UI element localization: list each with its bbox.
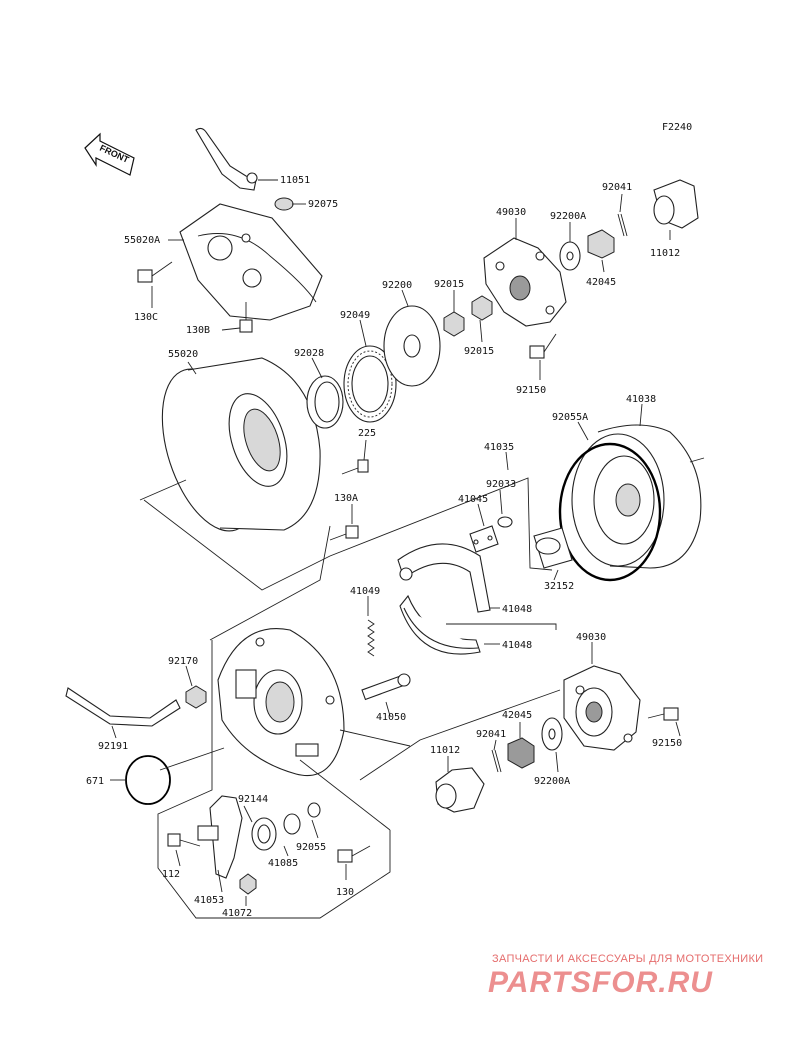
fitting-92170	[185, 685, 207, 709]
watermark-brand: PARTSFOR.RU	[488, 966, 713, 999]
watermark: ЗАПЧАСТИ И АКСЕССУАРЫ ДЛЯ МОТОТЕХНИКИ PA…	[488, 953, 763, 999]
label-92075: 92075	[308, 199, 338, 210]
pin-92041-upper	[617, 213, 628, 237]
label-92041-upper: 92041	[602, 182, 632, 193]
figure-code: F2240	[662, 122, 692, 133]
gasket-92049	[343, 345, 397, 423]
label-41048-lower: 41048	[502, 640, 532, 651]
cover-55020A	[179, 203, 323, 321]
link-41045	[469, 525, 499, 553]
label-92150-upper: 92150	[516, 385, 546, 396]
label-92055: 92055	[296, 842, 326, 853]
label-130B: 130B	[186, 325, 210, 336]
label-130A: 130A	[334, 493, 358, 504]
spring-92144	[251, 817, 277, 851]
front-arrow-icon: FRONT	[84, 132, 135, 176]
pin-92041-lower	[491, 749, 502, 773]
label-92200A-lower: 92200A	[534, 776, 570, 787]
label-92200: 92200	[382, 280, 412, 291]
label-11051: 11051	[280, 175, 310, 186]
leader-lines	[110, 179, 681, 919]
nut-41072	[239, 873, 257, 895]
label-92191: 92191	[98, 741, 128, 752]
label-92150-lower: 92150	[652, 738, 682, 749]
cap-11012-upper	[653, 179, 699, 229]
bolt-130A	[329, 525, 359, 541]
label-42045-lower: 42045	[502, 710, 532, 721]
o-ring-92055A-highlight	[558, 442, 662, 582]
label-225: 225	[358, 428, 376, 439]
seal-92028	[306, 375, 344, 429]
nut-42045-lower	[507, 737, 535, 769]
brake-arm-11051	[195, 127, 258, 191]
label-92015-a: 92015	[434, 279, 464, 290]
washer-92200A-lower	[541, 717, 563, 751]
label-92170: 92170	[168, 656, 198, 667]
label-92028: 92028	[294, 348, 324, 359]
o-ring-671	[125, 755, 171, 805]
nut-92015-b	[471, 295, 493, 321]
label-41072: 41072	[222, 908, 252, 919]
label-112: 112	[162, 869, 180, 880]
bolt-225	[341, 459, 369, 475]
label-49030-upper: 49030	[496, 207, 526, 218]
label-92049: 92049	[340, 310, 370, 321]
bolt-130B	[239, 302, 253, 333]
label-41085: 41085	[268, 858, 298, 869]
brake-shoe-41048-upper	[397, 543, 491, 613]
hub-49030-upper	[483, 237, 567, 327]
label-41048-upper: 41048	[502, 604, 532, 615]
spring-41049	[367, 619, 375, 657]
cam-41050	[361, 673, 411, 701]
nut-92015-a	[443, 311, 465, 337]
label-11012-lower: 11012	[430, 745, 460, 756]
clip-92033	[497, 516, 513, 528]
label-92033: 92033	[486, 479, 516, 490]
bearing-32152	[533, 527, 573, 569]
bolt-92150-upper	[529, 333, 557, 359]
bolt-130C	[137, 261, 173, 283]
washer-41085	[283, 813, 301, 835]
bolt-92150-lower	[647, 707, 679, 721]
label-130: 130	[336, 887, 354, 898]
cap-92075	[274, 197, 294, 211]
bolt-130	[337, 845, 371, 863]
lever-41053	[197, 795, 243, 879]
label-41053: 41053	[194, 895, 224, 906]
watermark-tagline: ЗАПЧАСТИ И АКСЕССУАРЫ ДЛЯ МОТОТЕХНИКИ	[492, 953, 763, 965]
label-11012-upper: 11012	[650, 248, 680, 259]
label-671: 671	[86, 776, 104, 787]
label-92200A-upper: 92200A	[550, 211, 586, 222]
washer-92200A-upper	[559, 241, 581, 271]
label-92055A: 92055A	[552, 412, 588, 423]
label-55020A: 55020A	[124, 235, 160, 246]
label-41050: 41050	[376, 712, 406, 723]
o-ring-92055	[307, 802, 321, 818]
label-41035: 41035	[484, 442, 514, 453]
label-92041-lower: 92041	[476, 729, 506, 740]
bolt-112	[167, 833, 201, 847]
backing-plate	[217, 628, 345, 776]
label-41049: 41049	[350, 586, 380, 597]
label-92144: 92144	[238, 794, 268, 805]
label-32152: 32152	[544, 581, 574, 592]
label-92015-b: 92015	[464, 346, 494, 357]
nut-42045-upper	[587, 229, 615, 259]
hose-92191	[65, 687, 181, 727]
hub-49030-lower	[563, 665, 641, 751]
label-130C: 130C	[134, 312, 158, 323]
drum-housing-55020	[139, 357, 321, 532]
label-55020: 55020	[168, 349, 198, 360]
label-41045: 41045	[458, 494, 488, 505]
label-49030-lower: 49030	[576, 632, 606, 643]
brake-drum-41038	[571, 424, 705, 569]
cap-11012-lower	[435, 767, 485, 813]
label-42045-upper: 42045	[586, 277, 616, 288]
label-41038: 41038	[626, 394, 656, 405]
brake-shoe-41048-lower	[399, 594, 481, 655]
part-labels: 11051 92075 55020A 130C 130B 55020 92028…	[86, 175, 682, 919]
washer-92200	[383, 305, 441, 387]
